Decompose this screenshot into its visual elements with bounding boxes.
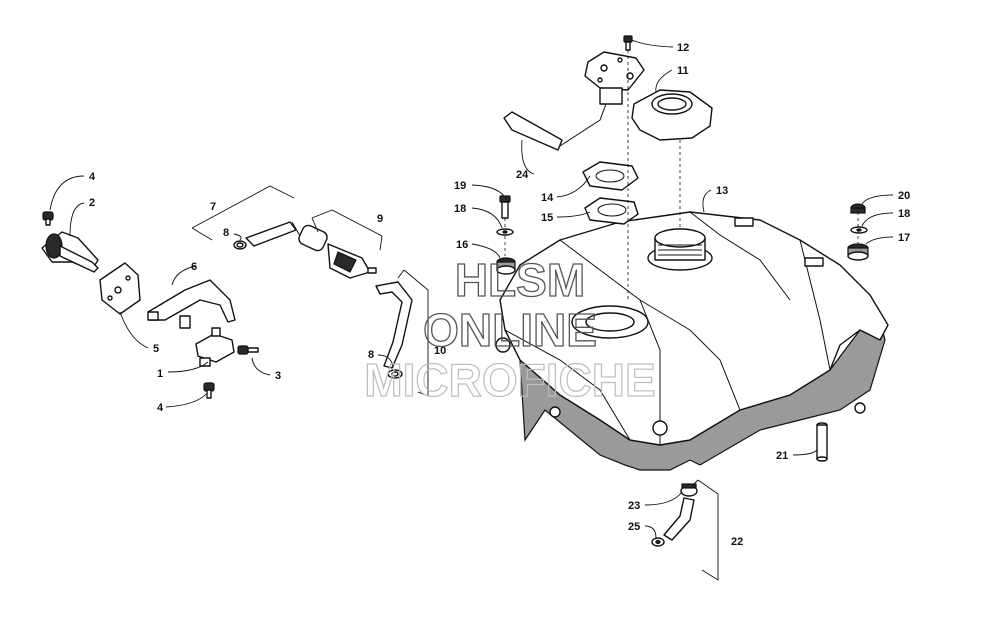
pump-gasket [582,161,639,191]
washer-right [850,226,868,234]
callout-10: 10 [434,345,446,357]
fuel-level-sender [503,103,607,151]
bracket-7 [191,185,295,241]
grommet-bolt [499,195,511,219]
callouts: 1 2 3 4 4 5 6 7 8 8 9 10 11 12 13 14 15 … [89,42,910,548]
callout-22: 22 [731,536,743,548]
valve-screw [237,345,259,355]
callout-1: 1 [157,368,163,380]
callout-12: 12 [677,42,689,54]
tank-pin [816,422,828,462]
vent-hose-clamp-upper [680,483,698,497]
fuel-cap [631,89,713,141]
callout-14: 14 [541,192,554,204]
callout-2: 2 [89,197,95,209]
explosion-lines [504,50,859,300]
bracket-10 [397,269,429,397]
grommet-left [496,257,516,275]
callout-23: 23 [628,500,640,512]
fuel-hose-upper [245,221,301,247]
mounting-plate [99,262,141,315]
callout-4-upper: 4 [89,171,96,183]
callout-24: 24 [516,169,529,181]
callout-20: 20 [898,190,910,202]
callout-4-lower: 4 [157,402,164,414]
callout-8-lower: 8 [368,349,374,361]
pump-seal [584,197,639,225]
callout-25: 25 [628,521,640,533]
fuel-valve-fitting [41,231,99,273]
fuel-shutoff-valve [195,327,235,367]
callout-3: 3 [275,370,281,382]
callout-7: 7 [210,201,216,213]
bracket-9 [311,209,383,251]
watermark-line-1: HLSM [455,254,585,306]
callout-11: 11 [677,65,689,77]
watermark-line-3: MICROFICHE [364,354,655,406]
callout-8-upper: 8 [223,227,229,239]
bolt-lower [203,382,215,399]
hose-clamp-lower [387,369,403,379]
callout-16: 16 [456,239,468,251]
watermark-line-2: ONLINE [423,304,597,356]
callout-5: 5 [153,343,159,355]
fuel-tank [495,211,889,471]
watermark: HLSM ONLINE MICROFICHE [364,253,657,406]
nut-right [850,203,866,214]
pump-cover-screw [623,35,633,51]
bolt-upper [42,211,54,226]
bracket-22 [691,479,719,581]
fuel-filter [298,224,377,279]
callout-18-left: 18 [454,203,466,215]
callout-13: 13 [716,185,728,197]
leader-lines [49,39,894,539]
callout-15: 15 [541,212,553,224]
callout-19: 19 [454,180,466,192]
callout-21: 21 [776,450,788,462]
pump-cover-plate [584,51,645,105]
vent-hose [663,497,695,541]
fuel-hose-lower [375,281,413,369]
valve-bracket [147,279,236,329]
callout-6: 6 [191,261,197,273]
callout-9: 9 [377,213,383,225]
vent-hose-clamp-lower [651,537,665,547]
callout-17: 17 [898,232,910,244]
hose-clamp-upper [233,240,247,250]
grommet-right [847,243,869,261]
callout-18-right: 18 [898,208,910,220]
